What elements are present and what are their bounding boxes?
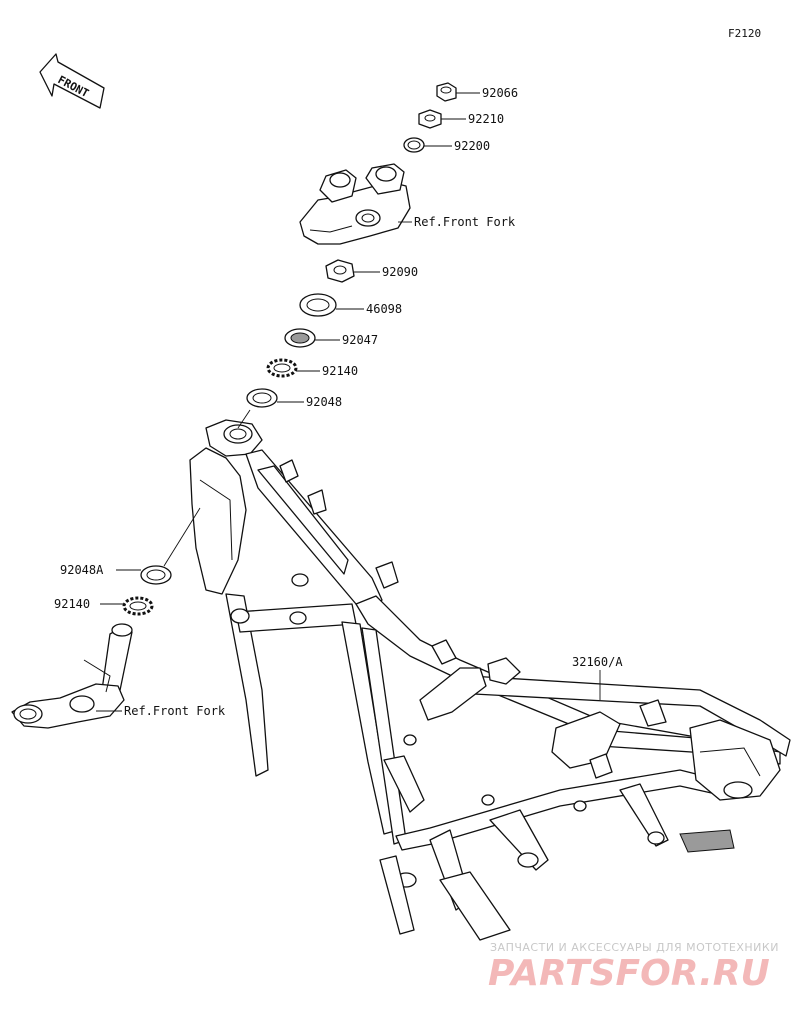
callout-46098: 46098	[366, 302, 402, 316]
front-arrow-icon: FRONT	[39, 53, 105, 109]
race-92048-part	[246, 388, 278, 408]
washer-92200-part	[403, 137, 425, 153]
callout-92140-lower: 92140	[54, 597, 90, 611]
leader-lines	[96, 92, 601, 712]
callout-ref-front-fork-lower: Ref.Front Fork	[124, 704, 226, 718]
callout-92048: 92048	[306, 395, 342, 409]
frame-32160-part	[189, 419, 791, 941]
nut-92090-part	[325, 259, 355, 283]
race-92048A-part	[140, 565, 172, 585]
seal-92047-part	[284, 328, 316, 348]
upper-fork-bracket-part	[299, 163, 411, 245]
ball-bearing-92140-lower-part	[122, 596, 154, 616]
nut-92210-part	[418, 109, 442, 129]
watermark-logo: PARTSFOR.RU	[488, 953, 770, 994]
callout-92066: 92066	[482, 86, 518, 100]
callout-92090: 92090	[382, 265, 418, 279]
callout-92140-upper: 92140	[322, 364, 358, 378]
watermark-tagline: ЗАПЧАСТИ И АКСЕССУАРЫ ДЛЯ МОТОТЕХНИКИ	[490, 941, 779, 954]
callout-92047: 92047	[342, 333, 378, 347]
callout-32160A: 32160/A	[572, 655, 623, 669]
cap-46098-part	[299, 293, 337, 317]
callout-92210: 92210	[468, 112, 504, 126]
watermark: ЗАПЧАСТИ И АКСЕССУАРЫ ДЛЯ МОТОТЕХНИКИ PA…	[488, 941, 779, 994]
callout-labels: 92066 92210 92200 Ref.Front Fork 92090 4…	[54, 86, 623, 718]
callout-92200: 92200	[454, 139, 490, 153]
callout-ref-front-fork-upper: Ref.Front Fork	[414, 215, 516, 229]
figure-code: F2120	[728, 27, 761, 40]
ball-bearing-92140-upper-part	[266, 358, 298, 378]
nut-92066-part	[436, 82, 457, 102]
callout-92048A: 92048A	[60, 563, 104, 577]
steering-stem-part	[11, 623, 133, 729]
